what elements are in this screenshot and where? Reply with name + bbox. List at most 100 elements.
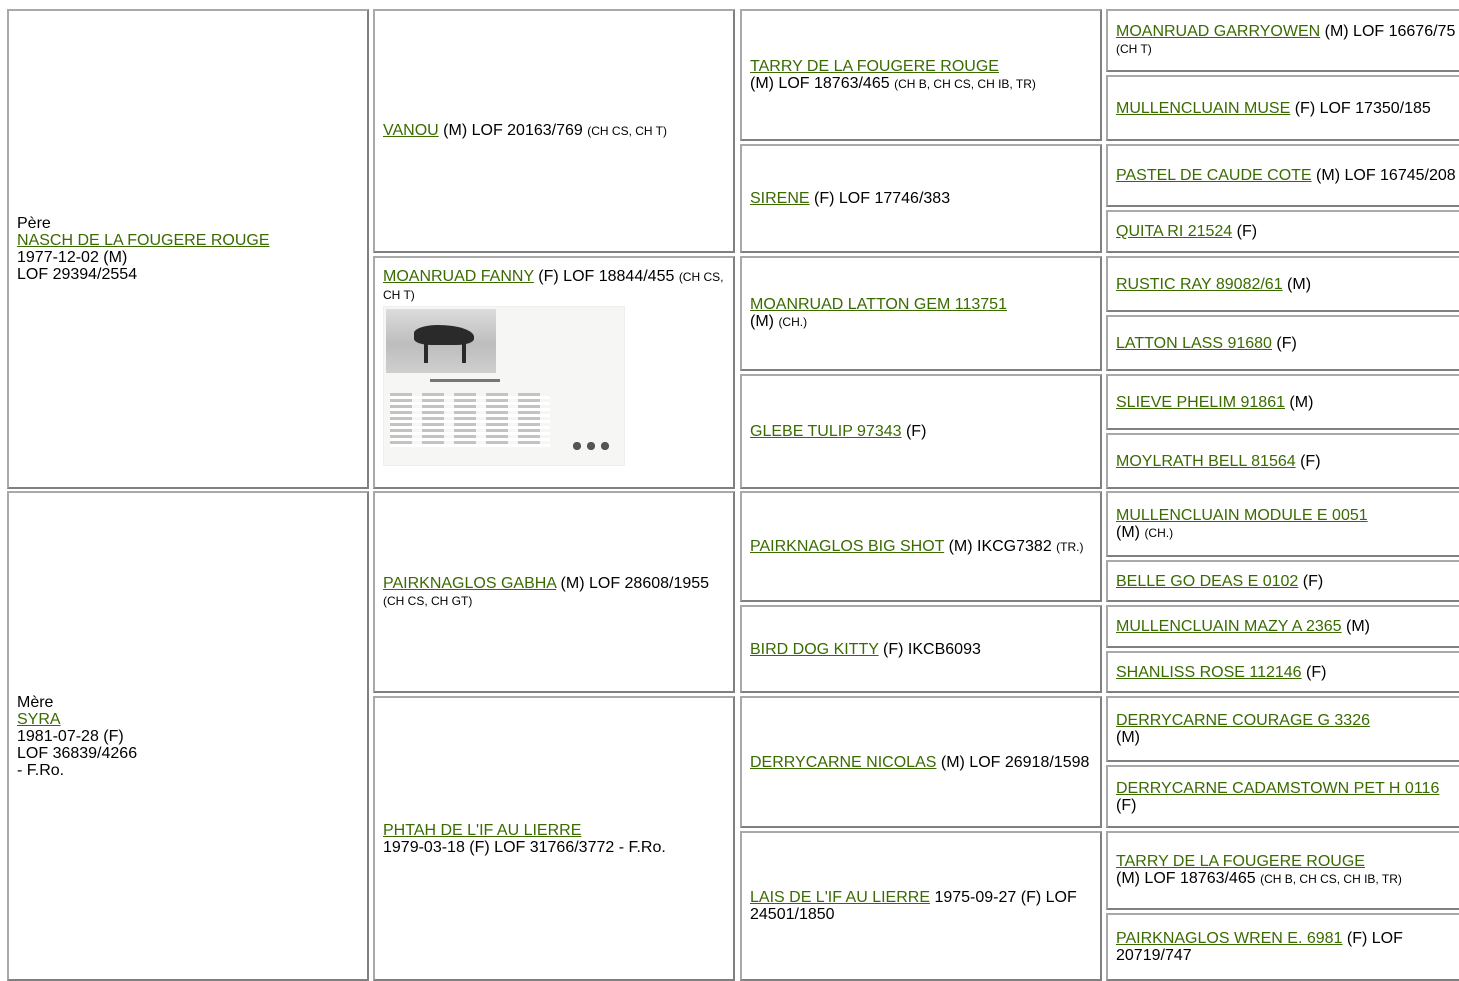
dam-birth: 1981-07-28 (F): [17, 727, 124, 745]
gen4-link[interactable]: LATTON LASS 91680: [1116, 334, 1272, 352]
gen2-dam-sire-link[interactable]: PAIRKNAGLOS GABHA: [383, 574, 557, 592]
gen2-sire-dam-cell: MOANRUAD FANNY (F) LOF 18844/455 (CH CS,…: [373, 256, 735, 489]
gen4-cell: MULLENCLUAIN MUSE (F) LOF 17350/185: [1106, 75, 1459, 141]
gen3-info: 1975-09-27 (F) LOF 24501/1850: [750, 889, 1077, 923]
gen4-cell: LATTON LASS 91680 (F): [1106, 315, 1459, 371]
gen4-link[interactable]: RUSTIC RAY 89082/61: [1116, 275, 1283, 293]
gen3-info: (M) LOF 26918/1598: [936, 753, 1090, 771]
gen4-info: (M): [1282, 275, 1312, 293]
gen4-info: (F): [1301, 663, 1327, 681]
gen4-info: (M): [1284, 393, 1314, 411]
gen4-titles: (CH B, CH CS, CH IB, TR): [1260, 872, 1402, 886]
gen4-link[interactable]: DERRYCARNE CADAMSTOWN PET H 0116: [1116, 779, 1440, 797]
gen4-cell: PAIRKNAGLOS WREN E. 6981 (F) LOF 20719/7…: [1106, 913, 1459, 981]
gen4-cell: RUSTIC RAY 89082/61 (M): [1106, 256, 1459, 312]
gen3-cell: BIRD DOG KITTY (F) IKCB6093: [740, 605, 1102, 693]
gen4-info: (M): [1116, 523, 1145, 541]
gen4-titles: (CH.): [1144, 525, 1174, 540]
gen4-link[interactable]: PASTEL DE CAUDE COTE: [1116, 167, 1312, 184]
gen4-cell: PASTEL DE CAUDE COTE (M) LOF 16745/208: [1106, 144, 1459, 207]
gen2-dam-dam-link[interactable]: PHTAH DE L'IF AU LIERRE: [383, 821, 582, 839]
gen3-info: (F) IKCB6093: [878, 640, 981, 658]
gen4-cell: MULLENCLUAIN MAZY A 2365 (M): [1106, 605, 1459, 648]
gen4-info: (M) LOF 18763/465: [1116, 870, 1261, 887]
gen4-cell: SLIEVE PHELIM 91861 (M): [1106, 374, 1459, 430]
gen3-cell: MOANRUAD LATTON GEM 113751 (M) (CH.): [740, 256, 1102, 371]
gen4-link[interactable]: MOYLRATH BELL 81564: [1116, 452, 1296, 470]
dam-cell: Mère SYRA 1981-07-28 (F) LOF 36839/4266 …: [7, 491, 369, 981]
gen3-link[interactable]: TARRY DE LA FOUGERE ROUGE: [750, 57, 999, 75]
gen4-cell: TARRY DE LA FOUGERE ROUGE (M) LOF 18763/…: [1106, 831, 1459, 910]
dam-suffix: - F.Ro.: [17, 761, 65, 779]
gen4-link[interactable]: MULLENCLUAIN MAZY A 2365: [1116, 618, 1342, 635]
gen4-info: (M): [1116, 729, 1140, 746]
gen3-info: (M): [750, 313, 779, 330]
gen4-link[interactable]: PAIRKNAGLOS WREN E. 6981: [1116, 930, 1343, 947]
gen3-info: (F) LOF 17746/383: [809, 190, 951, 207]
gen4-cell: DERRYCARNE COURAGE G 3326 (M): [1106, 696, 1459, 762]
gen3-titles: (CH B, CH CS, CH IB, TR): [894, 76, 1036, 91]
gen3-cell: LAIS DE L'IF AU LIERRE 1975-09-27 (F) LO…: [740, 831, 1102, 981]
gen4-link[interactable]: SLIEVE PHELIM 91861: [1116, 393, 1285, 411]
gen3-link[interactable]: PAIRKNAGLOS BIG SHOT: [750, 537, 945, 555]
gen4-info: (F): [1232, 223, 1258, 240]
gen2-sire-sire-titles: (CH CS, CH T): [587, 124, 668, 138]
gen4-link[interactable]: DERRYCARNE COURAGE G 3326: [1116, 712, 1370, 729]
gen3-titles: (CH.): [778, 315, 808, 329]
gen2-dam-dam-info: 1979-03-18 (F) LOF 31766/3772 - F.Ro.: [383, 838, 666, 856]
gen4-info: (M): [1341, 618, 1371, 635]
gen4-info: (M) LOF 16676/75: [1320, 23, 1456, 40]
gen2-dam-dam-cell: PHTAH DE L'IF AU LIERRE 1979-03-18 (F) L…: [373, 696, 735, 981]
gen4-titles: (CH T): [1116, 42, 1152, 56]
gen4-info: (F): [1116, 796, 1137, 814]
gen4-info: (F): [1298, 572, 1324, 590]
gen4-cell: MULLENCLUAIN MODULE E 0051 (M) (CH.): [1106, 491, 1459, 557]
gen2-sire-sire-link[interactable]: VANOU: [383, 122, 439, 139]
gen2-dam-sire-info: (M) LOF 28608/1955: [556, 574, 710, 592]
gen2-dam-sire-cell: PAIRKNAGLOS GABHA (M) LOF 28608/1955 (CH…: [373, 491, 735, 693]
gen3-cell: SIRENE (F) LOF 17746/383: [740, 144, 1102, 253]
gen3-link[interactable]: GLEBE TULIP 97343: [750, 423, 902, 440]
gen4-link[interactable]: SHANLISS ROSE 112146: [1116, 663, 1302, 681]
dam-registry: LOF 36839/4266: [17, 744, 138, 762]
gen3-cell: TARRY DE LA FOUGERE ROUGE (M) LOF 18763/…: [740, 9, 1102, 141]
gen4-info: (F): [1295, 452, 1321, 470]
gen2-sire-dam-titles: (CH CS, CH T): [383, 270, 724, 302]
gen4-cell: SHANLISS ROSE 112146 (F): [1106, 651, 1459, 693]
gen2-sire-dam-link[interactable]: MOANRUAD FANNY: [383, 268, 534, 285]
gen2-dam-sire-titles: (CH CS, CH GT): [383, 593, 473, 608]
gen3-info: (M) LOF 18763/465: [750, 74, 895, 92]
gen4-link[interactable]: QUITA RI 21524: [1116, 223, 1233, 240]
gen4-link[interactable]: BELLE GO DEAS E 0102: [1116, 572, 1299, 590]
gen3-titles: (TR.): [1056, 539, 1084, 554]
gen4-info: (F): [1271, 334, 1297, 352]
gen4-link[interactable]: MULLENCLUAIN MUSE: [1116, 99, 1291, 117]
gen3-link[interactable]: DERRYCARNE NICOLAS: [750, 753, 937, 771]
gen4-cell: DERRYCARNE CADAMSTOWN PET H 0116 (F): [1106, 765, 1459, 828]
gen4-link[interactable]: MULLENCLUAIN MODULE E 0051: [1116, 506, 1368, 524]
gen4-info: (F) LOF 20719/747: [1116, 930, 1403, 964]
gen3-cell: GLEBE TULIP 97343 (F): [740, 374, 1102, 489]
dam-role-label: Mère: [17, 693, 54, 711]
dam-name-link[interactable]: SYRA: [17, 710, 61, 728]
sire-cell: Père NASCH DE LA FOUGERE ROUGE 1977-12-0…: [7, 9, 369, 489]
gen4-link[interactable]: MOANRUAD GARRYOWEN: [1116, 23, 1321, 40]
gen3-info: (F): [901, 423, 927, 440]
gen3-cell: PAIRKNAGLOS BIG SHOT (M) IKCG7382 (TR.): [740, 491, 1102, 602]
gen4-link[interactable]: TARRY DE LA FOUGERE ROUGE: [1116, 853, 1365, 870]
gen4-info: (M) LOF 16745/208: [1311, 167, 1456, 184]
gen3-link[interactable]: BIRD DOG KITTY: [750, 640, 879, 658]
gen4-cell: MOANRUAD GARRYOWEN (M) LOF 16676/75 (CH …: [1106, 9, 1459, 72]
pedigree-photo-image[interactable]: [383, 306, 625, 466]
sire-name-link[interactable]: NASCH DE LA FOUGERE ROUGE: [17, 232, 270, 249]
sire-role-label: Père: [17, 215, 51, 232]
gen4-cell: QUITA RI 21524 (F): [1106, 210, 1459, 253]
gen4-cell: BELLE GO DEAS E 0102 (F): [1106, 560, 1459, 602]
gen2-sire-sire-cell: VANOU (M) LOF 20163/769 (CH CS, CH T): [373, 9, 735, 253]
gen3-link[interactable]: MOANRUAD LATTON GEM 113751: [750, 296, 1007, 313]
gen4-cell: MOYLRATH BELL 81564 (F): [1106, 433, 1459, 489]
gen3-link[interactable]: LAIS DE L'IF AU LIERRE: [750, 889, 931, 906]
gen2-sire-dam-info: (F) LOF 18844/455: [533, 268, 679, 285]
sire-registry: LOF 29394/2554: [17, 266, 138, 283]
gen3-link[interactable]: SIRENE: [750, 190, 810, 207]
